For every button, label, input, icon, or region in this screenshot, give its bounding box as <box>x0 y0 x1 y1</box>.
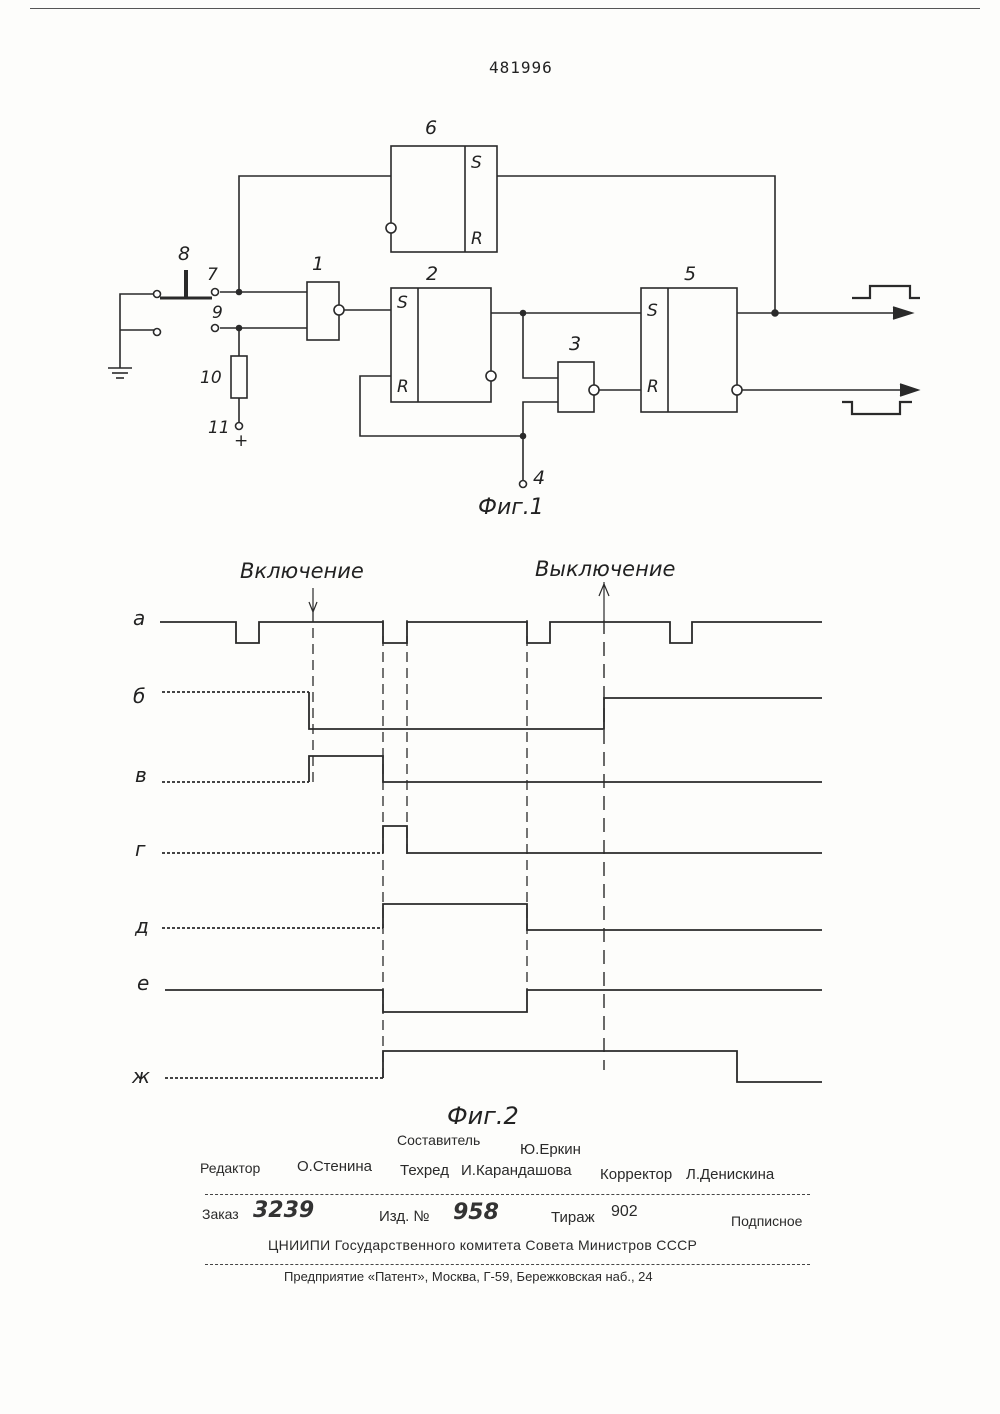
label-6: 6 <box>425 117 437 139</box>
fig2-timing-diagram: Включение Выключение <box>131 557 822 1130</box>
switch-on-label: Включение <box>240 559 364 583</box>
trace-v-signal <box>309 756 822 782</box>
fig1-labels: 6 S R 2 S R 1 3 5 S R 4 8 7 9 10 11 + Фи… <box>178 117 696 520</box>
corrector-label: Корректор <box>600 1166 672 1183</box>
fig1-caption: Фиг.1 <box>478 495 544 520</box>
subscription-note: Подписное <box>731 1213 802 1229</box>
order-label: Заказ <box>202 1206 239 1222</box>
label-r6: R <box>471 229 483 249</box>
trace-label-g: г <box>135 837 146 861</box>
footer-divider-top <box>205 1194 810 1195</box>
order-value: 3239 <box>253 1198 314 1223</box>
label-10: 10 <box>200 368 222 388</box>
label-2: 2 <box>426 263 438 285</box>
fig1-circuit-diagram <box>108 146 920 488</box>
label-1: 1 <box>312 253 324 275</box>
resistor-10 <box>231 356 247 398</box>
trace-label-v: в <box>135 763 147 787</box>
techred-name: И.Карандашова <box>461 1162 572 1179</box>
trace-label-d: д <box>134 914 149 938</box>
trace-e-signal <box>165 990 822 1012</box>
footer-divider-bottom <box>205 1264 810 1265</box>
label-9: 9 <box>212 303 223 323</box>
block-2-inverted-output <box>486 371 496 381</box>
trace-d-signal <box>383 904 822 930</box>
switch-off-label: Выключение <box>535 557 675 581</box>
issue-label: Изд. № <box>379 1208 430 1225</box>
block-3-gate <box>558 362 594 412</box>
label-8: 8 <box>178 243 190 265</box>
trace-label-b: б <box>133 684 145 708</box>
label-s2: S <box>397 293 408 313</box>
trace-label-e: е <box>137 971 149 995</box>
publisher-address: Предприятие «Патент», Москва, Г-59, Бере… <box>284 1269 653 1284</box>
label-s5: S <box>647 301 658 321</box>
trace-a-signal <box>160 622 822 643</box>
label-s6: S <box>471 153 482 173</box>
label-r5: R <box>647 377 659 397</box>
organization: ЦНИИПИ Государственного комитета Совета … <box>268 1237 697 1253</box>
label-11: 11 <box>208 418 230 438</box>
print-run-label: Тираж <box>551 1209 595 1226</box>
compiler-name: Ю.Еркин <box>520 1141 581 1158</box>
issue-value: 958 <box>453 1200 499 1225</box>
label-3: 3 <box>569 333 581 355</box>
editor-label: Редактор <box>200 1160 260 1176</box>
block-5-inverted-output <box>732 385 742 395</box>
fig2-caption: Фиг.2 <box>447 1102 519 1130</box>
trace-label-zh: ж <box>131 1064 150 1088</box>
trace-label-a: а <box>133 606 145 630</box>
trace-b-signal-main <box>309 692 822 729</box>
block-6-inverted-input <box>386 223 396 233</box>
label-r2: R <box>397 377 409 397</box>
label-plus: + <box>234 431 248 451</box>
label-5: 5 <box>684 263 696 285</box>
compiler-label: Составитель <box>397 1132 480 1148</box>
print-run-value: 902 <box>611 1203 638 1221</box>
trace-g-signal <box>383 826 822 853</box>
trace-zh-signal <box>383 1051 822 1082</box>
techred-label: Техред <box>400 1162 449 1179</box>
corrector-name: Л.Денискина <box>686 1166 774 1183</box>
label-7: 7 <box>207 265 218 285</box>
label-4: 4 <box>533 467 545 489</box>
editor-name: О.Стенина <box>297 1158 372 1175</box>
